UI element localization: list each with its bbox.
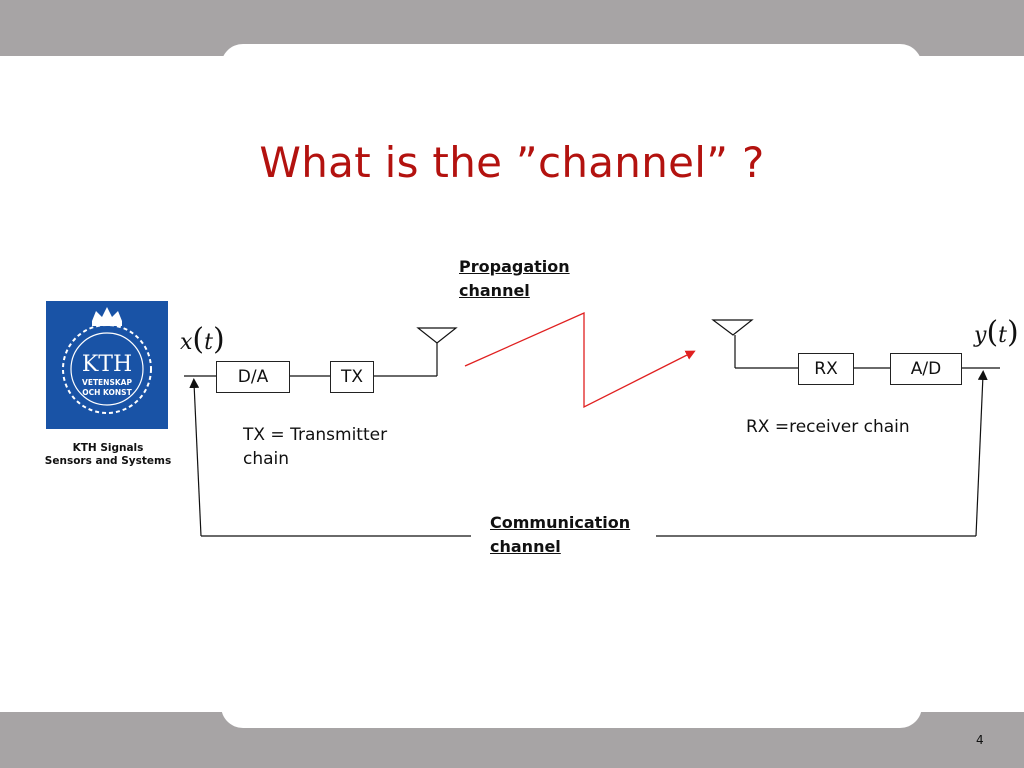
propagation-channel-label: Propagation channel xyxy=(459,257,570,300)
kth-logo: KTH VETENSKAP OCH KONST xyxy=(46,301,168,429)
logo-caption-line1: KTH Signals xyxy=(72,442,144,454)
communication-channel-label: Communication channel xyxy=(490,513,631,556)
comm-right-arrow xyxy=(975,370,988,537)
ad-block: A/D xyxy=(890,353,962,385)
rx-note: RX =receiver chain xyxy=(746,417,910,437)
logo-caption-line2: Sensors and Systems xyxy=(44,455,172,467)
svg-text:KTH: KTH xyxy=(82,352,132,377)
tx-block: TX xyxy=(330,361,374,393)
svg-text:VETENSKAP: VETENSKAP xyxy=(82,378,132,387)
da-block: D/A xyxy=(216,361,290,393)
comm-left-arrow xyxy=(189,378,202,537)
logo-caption: KTH Signals Sensors and Systems xyxy=(38,442,178,468)
slide-title: What is the ”channel” ? xyxy=(259,138,765,187)
output-signal-label: y(t) xyxy=(974,315,1019,350)
page-number: 4 xyxy=(976,733,984,747)
rx-antenna-icon xyxy=(711,319,754,336)
tx-note: TX = Transmitter chain xyxy=(243,425,388,469)
propagation-arrow xyxy=(464,311,696,409)
svg-text:OCH KONST: OCH KONST xyxy=(82,388,132,397)
tx-antenna-icon xyxy=(416,327,458,344)
input-signal-label: x(t) xyxy=(180,322,225,357)
rx-block: RX xyxy=(798,353,854,385)
kth-seal-icon: KTH VETENSKAP OCH KONST xyxy=(46,301,168,429)
